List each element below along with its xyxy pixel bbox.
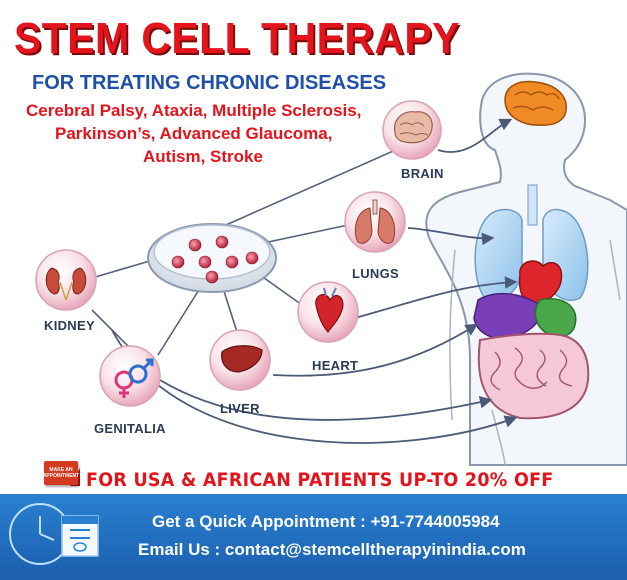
brain-icon (393, 111, 433, 144)
kidney-circle (35, 249, 97, 311)
brain-circle (382, 100, 442, 160)
lungs-circle (344, 191, 406, 253)
calendar-icon (61, 515, 99, 557)
contact-email[interactable]: Email Us : contact@stemcelltherapyinindi… (138, 540, 526, 559)
label-brain: BRAIN (401, 166, 444, 181)
label-lungs: LUNGS (352, 266, 399, 281)
label-heart: HEART (312, 358, 359, 373)
liver-icon (221, 345, 263, 373)
genitalia-circle (99, 345, 161, 407)
make-appointment-badge[interactable]: MAKE AN APPOINTMENT (42, 461, 80, 485)
contact-banner (0, 494, 627, 580)
disease-list-line-1: Cerebral Palsy, Ataxia, Multiple Scleros… (26, 101, 362, 120)
banner-graphic (9, 503, 99, 565)
label-kidney: KIDNEY (44, 318, 95, 333)
heart-circle (297, 281, 359, 343)
appointment-phone[interactable]: Get a Quick Appointment : +91-7744005984 (152, 512, 500, 531)
badge-line-1: MAKE AN (49, 467, 73, 473)
disease-list-line-3: Autism, Stroke (143, 147, 263, 166)
body-liver-icon (473, 292, 542, 339)
disease-list-line-2: Parkinson’s, Advanced Glaucoma, (55, 124, 333, 143)
subtitle: FOR TREATING CHRONIC DISEASES (32, 72, 387, 94)
offer-text: FOR USA & AFRICAN PATIENTS UP-TO 20% OFF (86, 469, 554, 491)
liver-circle (209, 329, 271, 391)
petri-dish-icon (147, 223, 277, 293)
label-liver: LIVER (220, 401, 260, 416)
lungs-icon (354, 199, 396, 244)
body-brain-icon (504, 80, 567, 126)
page-title: STEM CELL THERAPY (14, 14, 460, 63)
badge-line-2: APPOINTMENT (42, 473, 80, 479)
gender-icon (114, 358, 154, 398)
body-intestines-icon (477, 332, 590, 420)
clock-icon (9, 503, 71, 565)
label-genitalia: GENITALIA (94, 421, 166, 436)
kidney-icon (45, 267, 87, 301)
